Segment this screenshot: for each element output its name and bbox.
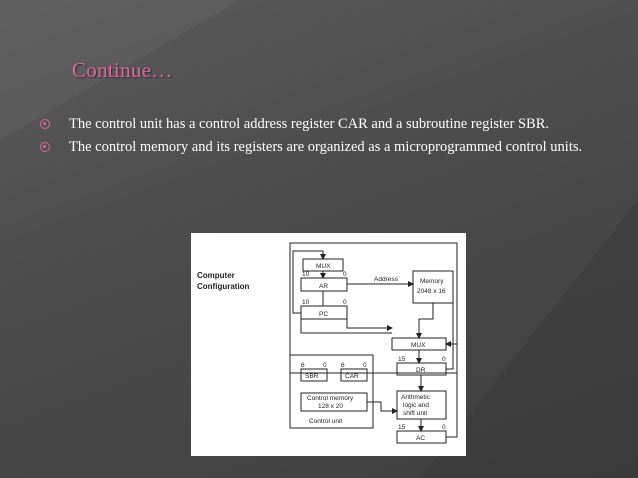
bullet-marker-icon <box>40 142 50 152</box>
car-bits-right: 0 <box>363 362 367 369</box>
car-label: CAR <box>345 373 359 380</box>
address-label: Address <box>374 276 399 283</box>
bullet-list: The control unit has a control address r… <box>40 115 604 161</box>
bullet-item: The control memory and its registers are… <box>40 138 604 157</box>
pc-label: PC <box>319 311 328 318</box>
ac-bits-right: 0 <box>442 424 446 431</box>
pc-bits-left: 10 <box>302 299 310 306</box>
alu-line-3: shift unit <box>403 410 427 417</box>
sbr-bits-right: 0 <box>323 362 327 369</box>
control-unit-box <box>289 354 374 429</box>
control-unit-label: Control unit <box>309 418 342 425</box>
ac-bits-left: 15 <box>398 424 406 431</box>
car-bits-left: 6 <box>341 362 345 369</box>
ar-label: AR <box>319 283 328 290</box>
dr-label: DR <box>416 367 426 374</box>
memory-box <box>412 270 454 304</box>
bullet-text: The control memory and its registers are… <box>69 139 583 155</box>
memory-line-1: Memory <box>420 278 444 285</box>
control-memory-line-2: 128 x 20 <box>318 403 343 410</box>
caption-line-1: Computer <box>197 271 235 280</box>
sbr-bits-left: 6 <box>301 362 305 369</box>
computer-configuration-diagram: Computer Configuration MUX 10 0 AR Addre… <box>191 233 466 456</box>
bullet-marker-icon <box>40 119 50 129</box>
ar-bits-left: 10 <box>302 271 310 278</box>
dr-bits-right: 0 <box>442 356 446 363</box>
dr-bits-left: 15 <box>398 356 406 363</box>
pc-bits-right: 0 <box>343 299 347 306</box>
memory-line-2: 2048 x 16 <box>417 288 446 295</box>
mux-top-label: MUX <box>316 263 331 270</box>
caption-line-2: Configuration <box>197 282 250 291</box>
car-box <box>340 368 368 382</box>
alu-line-2: logic and <box>403 402 429 409</box>
control-memory-line-1: Control memory <box>307 395 354 402</box>
alu-line-1: Arithmetic <box>401 394 431 401</box>
sbr-box <box>300 368 328 382</box>
ac-label: AC <box>416 435 425 442</box>
diagram-svg: Computer Configuration MUX 10 0 AR Addre… <box>197 242 458 444</box>
bullet-item: The control unit has a control address r… <box>40 115 604 134</box>
bullet-text: The control unit has a control address r… <box>69 116 550 132</box>
mux-right-label: MUX <box>411 342 426 349</box>
slide-title: Continue… <box>72 58 173 82</box>
ar-bits-right: 0 <box>343 271 347 278</box>
sbr-label: SBR <box>305 373 319 380</box>
